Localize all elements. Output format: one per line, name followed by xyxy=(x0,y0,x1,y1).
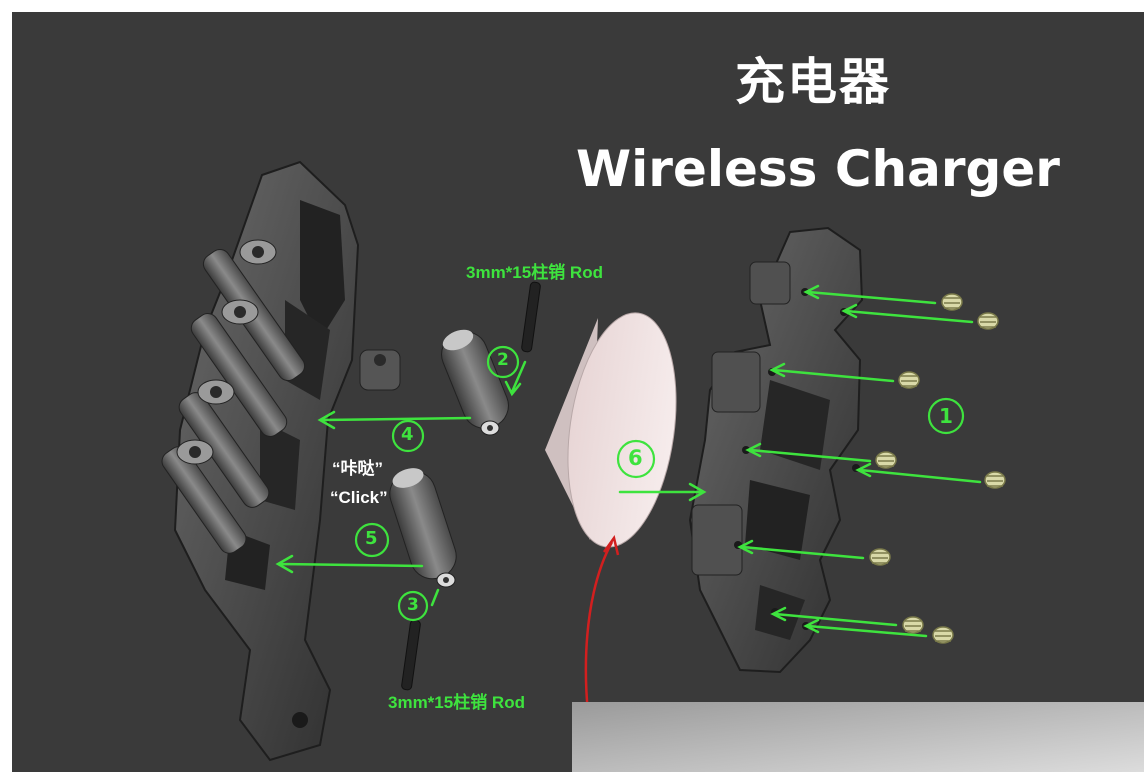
step-circle-2 xyxy=(486,345,520,379)
title-chinese: 充电器 xyxy=(735,53,891,111)
cylinder-pin-upper xyxy=(441,329,509,436)
right-bracket xyxy=(688,226,864,674)
step-number-6: 6 xyxy=(628,446,643,470)
step-circle-1 xyxy=(927,397,965,435)
arrow xyxy=(770,606,898,627)
step-circle-3 xyxy=(397,590,429,622)
arrow xyxy=(745,442,872,463)
screw xyxy=(902,616,924,634)
rod-label-bottom: 3mm*15柱销 Rod xyxy=(388,693,525,712)
arrow xyxy=(504,360,527,397)
step-number-5: 5 xyxy=(365,528,378,549)
step-markers xyxy=(354,345,965,622)
screw xyxy=(898,371,920,389)
arrow xyxy=(803,284,937,305)
step-number-4: 4 xyxy=(401,424,414,445)
click-label-chinese: “咔哒” xyxy=(332,459,383,478)
arrow xyxy=(275,554,424,574)
step-circle-6 xyxy=(616,439,656,479)
step-circle-4 xyxy=(391,419,425,453)
screw xyxy=(984,471,1006,489)
arrow xyxy=(618,482,707,502)
step-number-2: 2 xyxy=(497,350,509,370)
rod-pin-top xyxy=(521,281,541,353)
arrow xyxy=(855,462,982,484)
screw xyxy=(932,626,954,644)
arrow xyxy=(803,618,928,638)
wireless-charger-disk xyxy=(545,312,677,548)
screw xyxy=(869,548,891,566)
inset-photo xyxy=(572,702,1144,772)
annotation-arrows xyxy=(275,284,982,638)
hinge-arm xyxy=(178,379,270,508)
step-circle-5 xyxy=(354,522,390,558)
arrow xyxy=(769,362,895,383)
arrow xyxy=(841,303,974,324)
red-arrowhead xyxy=(602,535,620,556)
cylinder-pin-lower xyxy=(389,468,457,588)
rod-label-top: 3mm*15柱销 Rod xyxy=(466,263,603,282)
screw xyxy=(977,312,999,330)
left-bracket xyxy=(161,160,401,762)
screw xyxy=(941,293,963,311)
screw xyxy=(875,451,897,469)
arrow xyxy=(317,410,472,430)
arrow xyxy=(737,539,865,560)
step-number-3: 3 xyxy=(407,595,419,615)
arrow xyxy=(430,588,440,607)
click-label-english: “Click” xyxy=(330,488,388,507)
hinge-arm xyxy=(161,439,247,554)
title-english: Wireless Charger xyxy=(576,140,1060,198)
step-number-1: 1 xyxy=(939,404,953,428)
screw-group xyxy=(869,293,1006,644)
